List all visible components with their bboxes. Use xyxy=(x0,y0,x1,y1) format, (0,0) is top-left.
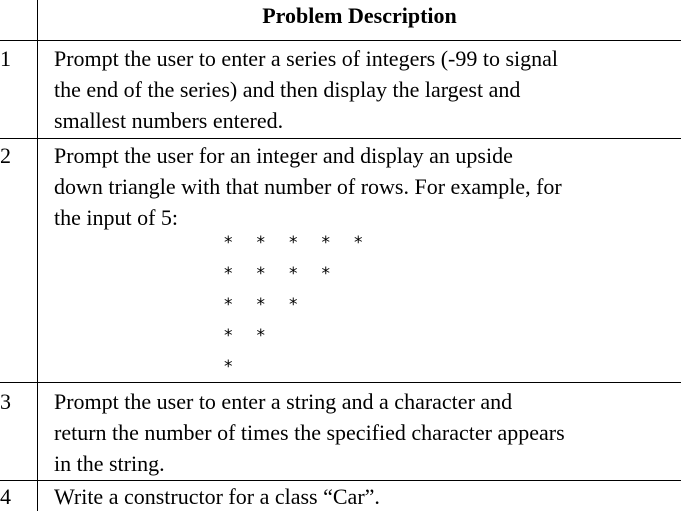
star-glyph: * xyxy=(224,295,233,315)
star-glyph: * xyxy=(256,233,266,253)
row-description: Prompt the user to enter a series of int… xyxy=(54,43,681,136)
row-description: Prompt the user to enter a string and a … xyxy=(54,386,681,479)
description-line: Prompt the user for an integer and displ… xyxy=(54,143,513,168)
row-divider xyxy=(0,480,681,481)
row-description: Prompt the user for an integer and displ… xyxy=(54,140,681,233)
star-glyph: * xyxy=(289,295,298,315)
row-divider xyxy=(0,138,681,139)
star-glyph: * xyxy=(354,233,363,253)
column-header: Problem Description xyxy=(262,3,457,28)
star-row: * * * * xyxy=(224,259,354,289)
description-line: the end of the series) and then display … xyxy=(54,77,521,102)
description-line: return the number of times the specified… xyxy=(54,420,565,445)
star-glyph: * xyxy=(321,264,331,284)
star-glyph: * xyxy=(289,264,298,284)
star-row: ** xyxy=(224,321,289,351)
star-row: * * * xyxy=(224,290,322,320)
row-number: 4 xyxy=(0,484,11,509)
description-line: the input of 5: xyxy=(54,205,179,230)
description-line: in the string. xyxy=(54,451,165,476)
row-divider xyxy=(0,40,681,41)
star-row: * * * * * xyxy=(224,228,387,258)
star-glyph: * xyxy=(256,326,266,346)
star-glyph: * xyxy=(256,264,266,284)
star-glyph: * xyxy=(321,233,331,253)
description-line: down triangle with that number of rows. … xyxy=(54,174,562,199)
star-glyph: * xyxy=(256,295,266,315)
description-line: Write a constructor for a class “Car”. xyxy=(54,484,380,509)
star-row: * xyxy=(224,352,257,382)
description-line: Prompt the user to enter a series of int… xyxy=(54,46,559,71)
star-glyph: * xyxy=(224,357,233,377)
row-number: 3 xyxy=(0,389,11,414)
description-line: smallest numbers entered. xyxy=(54,108,284,133)
row-number: 1 xyxy=(0,46,11,71)
row-description: Write a constructor for a class “Car”. xyxy=(54,481,681,512)
row-divider xyxy=(0,382,681,383)
star-glyph: * xyxy=(224,233,233,253)
row-number: 2 xyxy=(0,143,11,168)
star-glyph: * xyxy=(224,326,233,346)
star-glyph: * xyxy=(289,233,298,253)
description-line: Prompt the user to enter a string and a … xyxy=(54,389,513,414)
star-glyph: * xyxy=(224,264,233,284)
column-divider xyxy=(37,0,38,511)
